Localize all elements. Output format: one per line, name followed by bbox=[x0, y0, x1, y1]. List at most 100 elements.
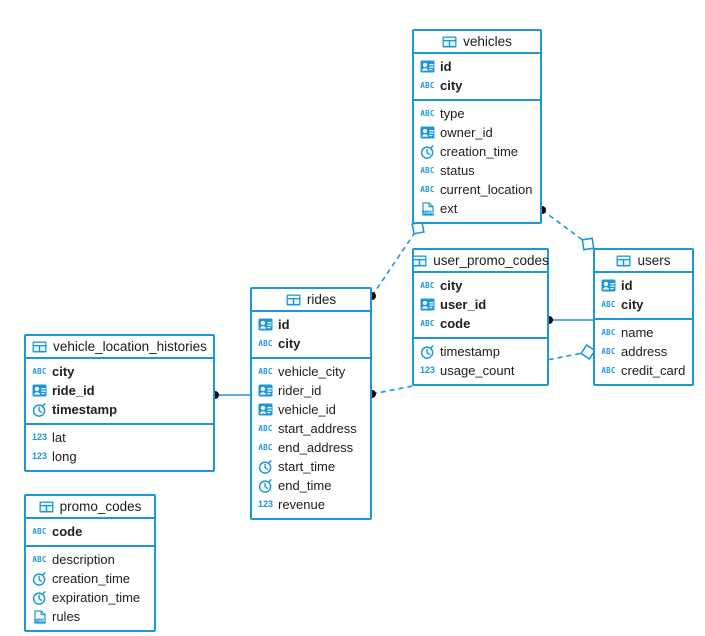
abc-text-icon: ABC bbox=[32, 366, 47, 376]
column-row[interactable]: ABC city bbox=[414, 76, 540, 95]
clock-icon bbox=[32, 571, 47, 586]
abc-text-icon: ABC bbox=[420, 318, 435, 328]
column-name: start_address bbox=[278, 421, 357, 436]
abc-text-icon: ABC bbox=[258, 338, 273, 348]
column-row[interactable]: expiration_time bbox=[26, 588, 154, 607]
column-row[interactable]: ride_id bbox=[26, 381, 213, 400]
table-grid-icon bbox=[32, 339, 47, 354]
table-grid-icon bbox=[616, 253, 631, 268]
clock-icon bbox=[258, 478, 273, 493]
table-grid-icon bbox=[39, 499, 54, 514]
column-row[interactable]: owner_id bbox=[414, 123, 540, 142]
abc-text-icon: ABC bbox=[420, 80, 435, 90]
column-name: creation_time bbox=[440, 144, 519, 159]
relationship-upc-users[interactable] bbox=[545, 316, 593, 324]
column-name: address bbox=[621, 344, 668, 359]
column-name: type bbox=[440, 106, 465, 121]
column-row[interactable]: JSON ext bbox=[414, 199, 540, 218]
column-row[interactable]: id bbox=[414, 57, 540, 76]
id-card-icon bbox=[258, 383, 273, 398]
table-header[interactable]: users bbox=[595, 250, 692, 273]
column-row[interactable]: timestamp bbox=[26, 400, 213, 419]
table-title: rides bbox=[306, 291, 337, 307]
column-row[interactable]: id bbox=[595, 276, 692, 295]
table-header[interactable]: rides bbox=[252, 289, 370, 312]
abc-text-icon: ABC bbox=[601, 299, 616, 309]
primary-key-section: ABC city ride_id timestamp bbox=[26, 359, 213, 425]
table-title: vehicle_location_histories bbox=[53, 338, 207, 354]
column-row[interactable]: rider_id bbox=[252, 381, 370, 400]
column-name: city bbox=[440, 78, 463, 93]
column-name: ext bbox=[440, 201, 458, 216]
column-row[interactable]: user_id bbox=[414, 295, 547, 314]
table-header[interactable]: vehicle_location_histories bbox=[26, 336, 213, 359]
table-grid-icon bbox=[286, 292, 301, 307]
table-title: user_promo_codes bbox=[433, 252, 549, 268]
relationship-vehicles-users[interactable] bbox=[538, 206, 595, 251]
column-row[interactable]: start_time bbox=[252, 457, 370, 476]
column-row[interactable]: id bbox=[252, 315, 370, 334]
column-row[interactable]: timestamp bbox=[414, 342, 547, 361]
column-name: usage_count bbox=[440, 363, 515, 378]
column-row[interactable]: creation_time bbox=[414, 142, 540, 161]
column-name: expiration_time bbox=[52, 590, 141, 605]
table-title: vehicles bbox=[463, 33, 512, 49]
id-card-icon bbox=[420, 59, 435, 74]
column-name: timestamp bbox=[440, 344, 500, 359]
id-card-icon bbox=[32, 383, 47, 398]
abc-text-icon: ABC bbox=[32, 526, 47, 536]
column-name: current_location bbox=[440, 182, 533, 197]
abc-text-icon: ABC bbox=[258, 366, 273, 376]
column-row[interactable]: ABC city bbox=[26, 362, 213, 381]
abc-text-icon: ABC bbox=[420, 108, 435, 118]
abc-text-icon: ABC bbox=[420, 280, 435, 290]
column-row[interactable]: end_time bbox=[252, 476, 370, 495]
column-row[interactable]: creation_time bbox=[26, 569, 154, 588]
table-header[interactable]: vehicles bbox=[414, 31, 540, 54]
123-number-icon: 123 bbox=[31, 432, 48, 442]
column-name: timestamp bbox=[52, 402, 118, 417]
123-number-icon: 123 bbox=[419, 365, 436, 375]
column-name: city bbox=[52, 364, 75, 379]
abc-text-icon: ABC bbox=[258, 442, 273, 452]
column-row[interactable]: 123 usage_count bbox=[414, 361, 547, 380]
column-row[interactable]: vehicle_id bbox=[252, 400, 370, 419]
relationship-vlh-rides[interactable] bbox=[211, 391, 250, 399]
clock-icon bbox=[420, 144, 435, 159]
column-name: ride_id bbox=[52, 383, 95, 398]
column-name: id bbox=[621, 278, 633, 293]
json-file-icon: JSON bbox=[420, 201, 435, 216]
column-row[interactable]: ABC type bbox=[414, 104, 540, 123]
id-card-icon bbox=[258, 402, 273, 417]
table-header[interactable]: user_promo_codes bbox=[412, 250, 549, 273]
table-header[interactable]: promo_codes bbox=[26, 496, 154, 519]
